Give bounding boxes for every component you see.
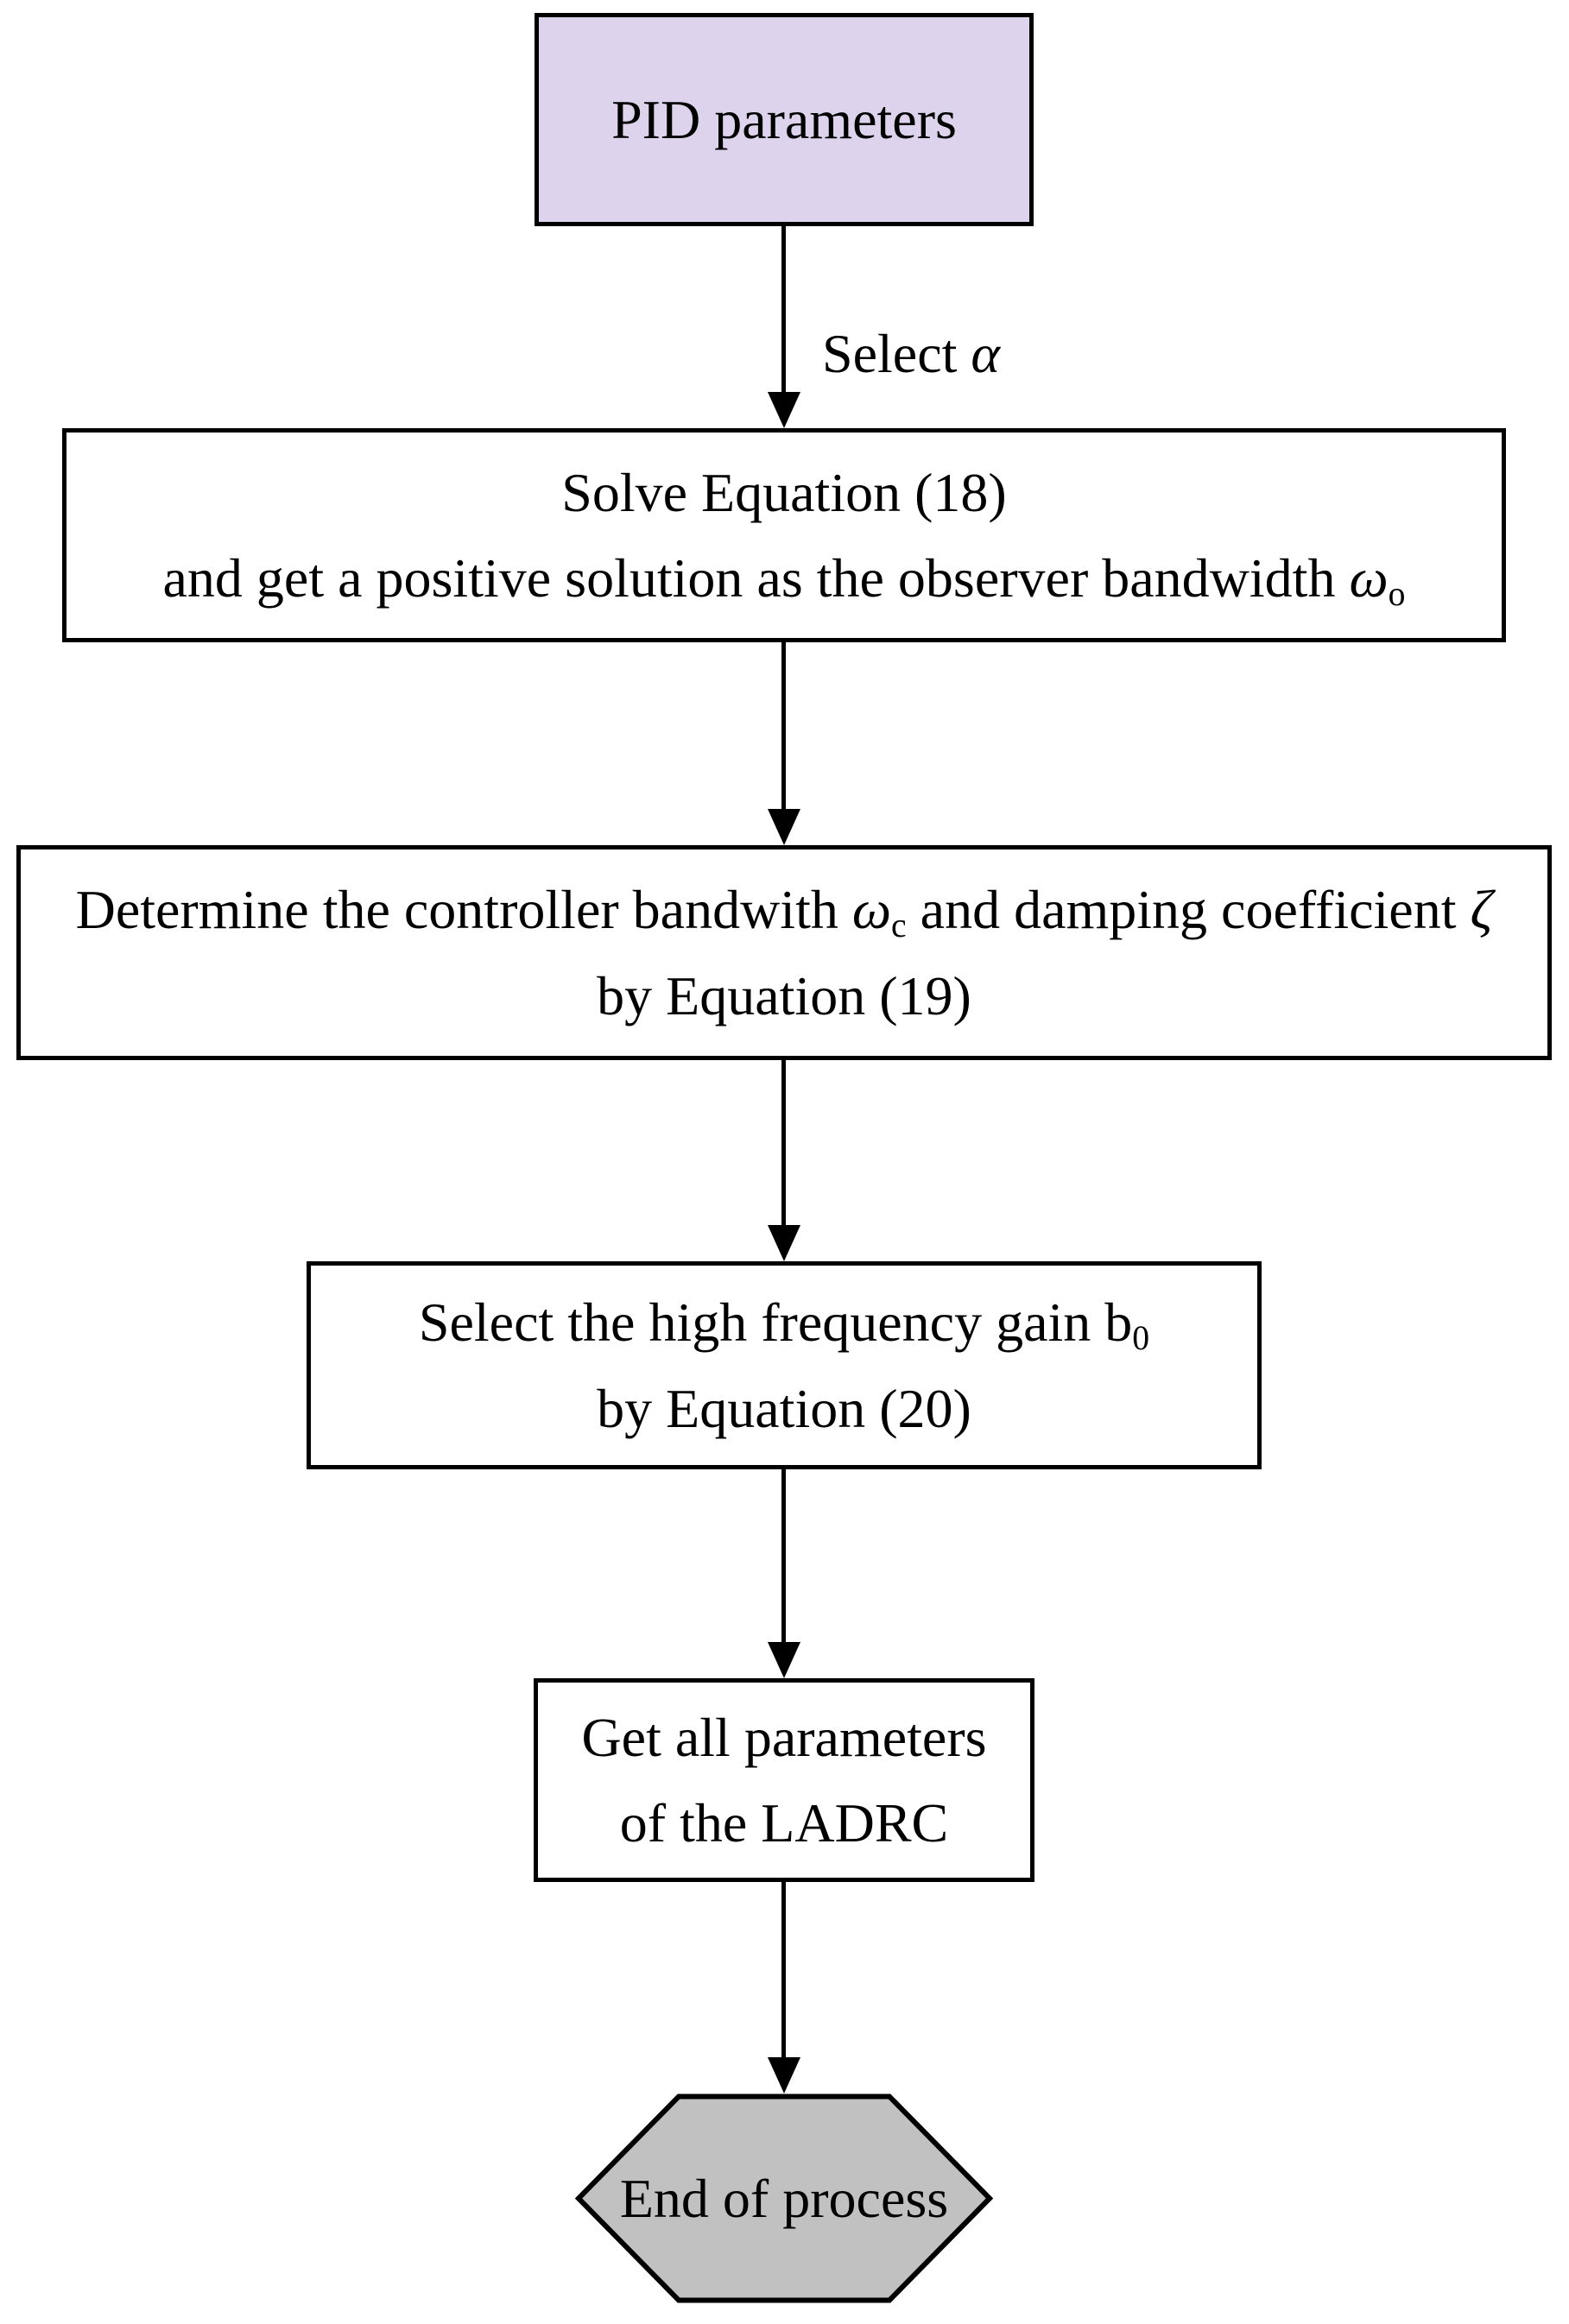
arrow-start-to-solve xyxy=(767,226,801,428)
arrow-head-icon xyxy=(768,1642,800,1678)
arrow-shaft xyxy=(781,1060,786,1232)
node-determine-bandwidth-equation-19: Determine the controller bandwith ωc and… xyxy=(16,845,1552,1060)
hexagon-shape xyxy=(575,2093,993,2303)
arrow-getall-to-end xyxy=(767,1882,801,2093)
arrow-head-icon xyxy=(768,392,800,428)
node-pid-parameters-label: PID parameters xyxy=(611,88,957,150)
arrow-determine-to-gain xyxy=(767,1060,801,1261)
arrow-shaft xyxy=(781,1469,786,1649)
node-end-of-process: End of process xyxy=(575,2093,993,2303)
node-determine-bandwidth-label: Determine the controller bandwith ωc and… xyxy=(75,879,1493,1026)
edge-label-select-alpha: Select α xyxy=(822,323,1000,384)
arrow-gain-to-getall xyxy=(767,1469,801,1678)
arrow-head-icon xyxy=(768,1225,800,1261)
arrow-shaft xyxy=(781,226,786,399)
node-solve-equation-18: Solve Equation (18)and get a positive so… xyxy=(62,428,1506,642)
arrow-solve-to-determine xyxy=(767,642,801,845)
hexagon-polygon xyxy=(575,2093,993,2303)
arrow-head-icon xyxy=(768,2057,800,2093)
node-end-of-process-label: End of process xyxy=(619,2167,949,2229)
arrow-shaft xyxy=(781,1882,786,2064)
arrow-shaft xyxy=(781,642,786,816)
arrow-head-icon xyxy=(768,809,800,845)
node-pid-parameters: PID parameters xyxy=(535,13,1034,226)
node-solve-equation-18-label: Solve Equation (18)and get a positive so… xyxy=(162,461,1406,613)
